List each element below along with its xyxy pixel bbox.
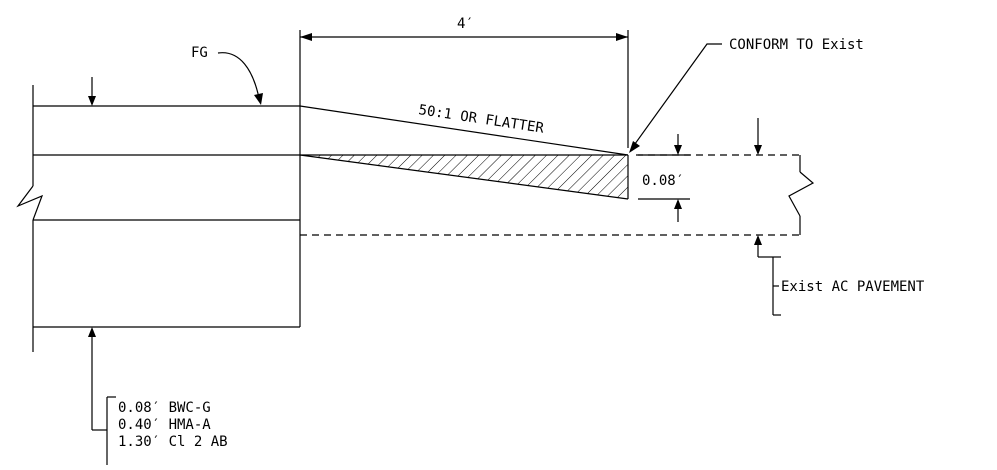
dimension-width-label: 4′ [457, 16, 474, 32]
conform-callout: CONFORM TO Exist [629, 37, 864, 153]
slope-label: 50:1 OR FLATTER [417, 102, 545, 137]
thickness-label: 0.08′ [642, 173, 684, 189]
finished-grade-callout: FG [191, 45, 263, 105]
width-dimension: 4′ [300, 16, 629, 148]
layer-2-label: 0.40′ HMA-A [118, 417, 211, 433]
surface-pointer-arrow [88, 77, 96, 106]
conform-label: CONFORM TO Exist [729, 37, 864, 53]
new-pavement-section [16, 30, 301, 352]
structural-section-callout: 0.08′ BWC-G 0.40′ HMA-A 1.30′ Cl 2 AB [88, 327, 228, 465]
existing-surface-arrow [754, 118, 762, 155]
thickness-dimension: 0.08′ [638, 134, 690, 222]
layer-1-label: 0.08′ BWC-G [118, 400, 211, 416]
layer-3-label: 1.30′ Cl 2 AB [118, 434, 228, 450]
conform-wedge: 50:1 OR FLATTER [299, 102, 629, 200]
existing-pavement-label: Exist AC PAVEMENT [781, 279, 925, 295]
existing-pavement-callout: Exist AC PAVEMENT [754, 235, 925, 316]
finished-grade-label: FG [191, 45, 208, 61]
